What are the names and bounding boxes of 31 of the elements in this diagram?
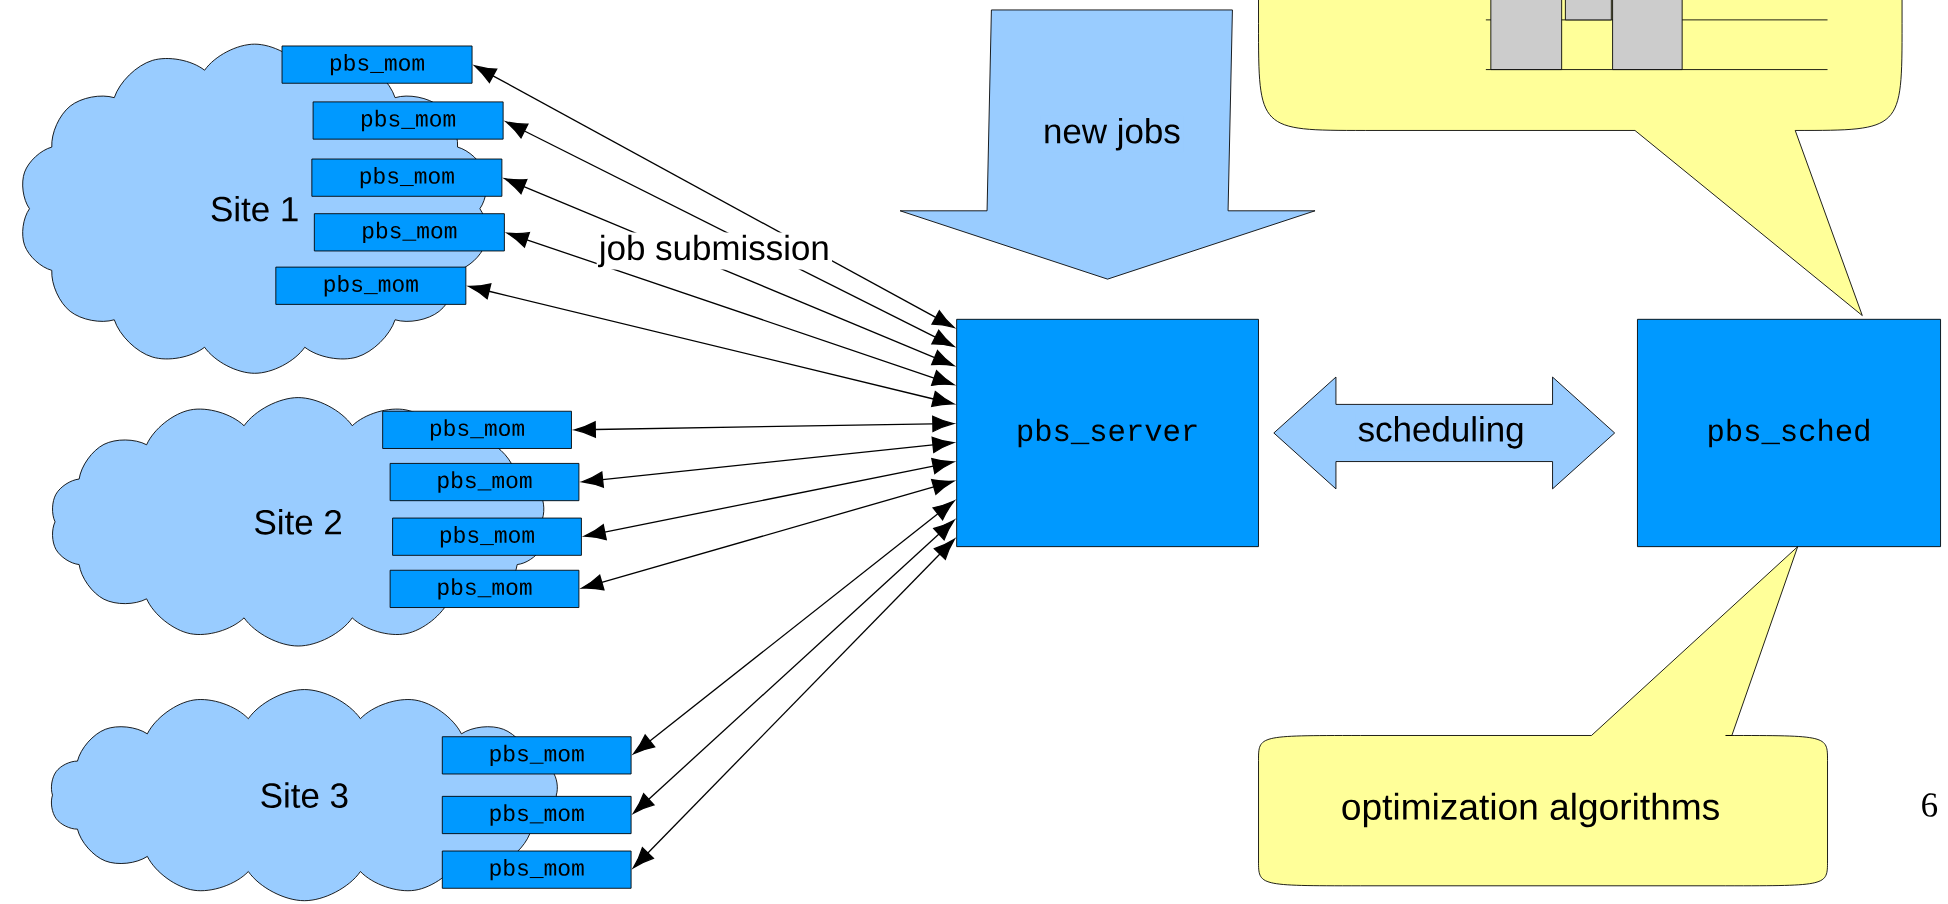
callout-bubble: optimization algorithms (1258, 546, 1828, 887)
block-arrow (899, 9, 1316, 280)
arrow (581, 478, 955, 591)
process-box: pbs_mom (311, 158, 503, 197)
process-box: pbs_mom (441, 850, 632, 889)
arrow (583, 457, 955, 540)
process-box: pbs_mom (313, 213, 505, 252)
process-box: pbs_mom (382, 410, 572, 449)
annotation: job submission (596, 232, 833, 270)
process-box: pbs_mom (281, 45, 473, 84)
arrow (505, 120, 955, 347)
page-number: 6 (1922, 793, 1938, 817)
arrow (574, 415, 955, 438)
process-box: pbs_server (956, 318, 1259, 547)
arrow (633, 500, 955, 755)
arrow (506, 231, 955, 386)
arrow (632, 538, 955, 869)
arrow (632, 519, 955, 814)
edge-label: new jobs (1040, 115, 1183, 153)
process-box: pbs_mom (441, 795, 632, 834)
arrow (468, 283, 955, 407)
edge-label: scheduling (1355, 413, 1527, 451)
process-box: pbs_mom (389, 462, 580, 501)
process-box: pbs_sched (1637, 318, 1941, 547)
arrow (474, 65, 955, 328)
process-box: pbs_mom (392, 517, 582, 556)
process-box: pbs_mom (441, 736, 632, 775)
callout-bubble (1258, 0, 1903, 316)
process-box: pbs_mom (389, 569, 580, 608)
arrow (581, 436, 955, 488)
process-box: pbs_mom (312, 101, 504, 140)
